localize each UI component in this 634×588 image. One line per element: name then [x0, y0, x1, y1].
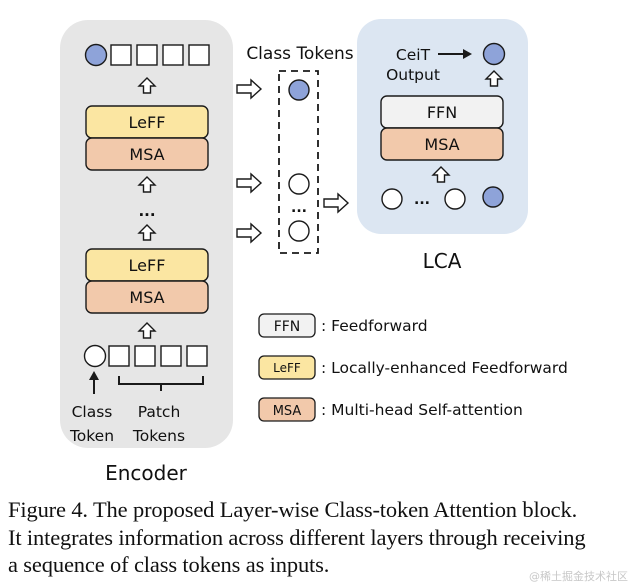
- msa-block-label: MSA: [424, 135, 459, 154]
- legend-desc: : Locally-enhanced Feedforward: [321, 359, 568, 377]
- right-arrow-icon: [236, 223, 262, 243]
- class-token-empty: [83, 344, 107, 368]
- leff-block-label: LeFF: [129, 256, 166, 275]
- msa-block-label: MSA: [129, 288, 164, 307]
- right-arrow-icon: [323, 193, 349, 213]
- encoder-input-tokens: [83, 344, 208, 368]
- encoder-output-tokens: [84, 43, 210, 67]
- legend-desc: : Feedforward: [321, 317, 428, 335]
- class-token-filled: [84, 43, 108, 67]
- ellipsis: ...: [291, 200, 307, 216]
- patch-token: [110, 44, 132, 66]
- legend-item-ffn: FFN : Feedforward: [258, 313, 428, 338]
- lca-diagram: LeFF MSA ... LeFF MSA Class Token Patch: [60, 19, 568, 485]
- patch-token: [134, 345, 156, 367]
- class-token-pointer-arrow-icon: [89, 371, 99, 394]
- legend-key: FFN: [274, 319, 301, 335]
- ellipsis: ...: [414, 192, 430, 208]
- class-token-label: Token: [69, 427, 114, 445]
- class-token-empty: [381, 188, 403, 210]
- patch-token: [136, 44, 158, 66]
- patch-tokens-label: Tokens: [132, 427, 185, 445]
- patch-token: [188, 44, 210, 66]
- legend-key: LeFF: [273, 361, 301, 375]
- class-tokens-column: Class Tokens ...: [246, 44, 354, 254]
- class-token-filled: [288, 79, 310, 101]
- legend-item-leff: LeFF : Locally-enhanced Feedforward: [258, 355, 568, 380]
- right-arrow-icon: [236, 173, 262, 193]
- class-token-filled: [482, 186, 504, 208]
- watermark: @稀土掘金技术社区: [529, 570, 628, 583]
- lca-panel: CeiT Output FFN MSA ... LCA: [357, 19, 528, 273]
- patch-token: [162, 44, 184, 66]
- ellipsis: ...: [138, 202, 155, 220]
- ceit-output-label: Output: [386, 66, 440, 84]
- class-token-empty: [288, 173, 310, 195]
- class-token-label: Class: [72, 403, 113, 421]
- legend-swatch-leff: [258, 355, 316, 380]
- patch-token: [108, 345, 130, 367]
- leff-block-label: LeFF: [129, 113, 166, 132]
- legend: FFN : Feedforward LeFF : Locally-enhance…: [258, 313, 568, 422]
- msa-block: [380, 127, 504, 161]
- patch-tokens-label: Patch: [138, 403, 181, 421]
- class-token-empty: [288, 220, 310, 242]
- ceit-output-label: CeiT: [396, 46, 431, 64]
- msa-block: [85, 280, 209, 314]
- lca-title: LCA: [423, 249, 462, 273]
- msa-block: [85, 137, 209, 171]
- caption-line: It integrates information across differe…: [8, 524, 586, 550]
- figure-caption: Figure 4. The proposed Layer-wise Class-…: [8, 496, 630, 579]
- lca-output-token: [482, 42, 506, 66]
- legend-swatch-msa: [258, 397, 316, 422]
- patch-tokens-brace: [118, 376, 204, 391]
- legend-key: MSA: [273, 404, 302, 419]
- patch-token: [160, 345, 182, 367]
- class-tokens-dashed-box: [278, 70, 319, 254]
- encoder-title: Encoder: [105, 461, 188, 485]
- output-pointer-arrow-icon: [438, 49, 472, 59]
- legend-swatch-ffn: [258, 313, 316, 338]
- msa-block-label: MSA: [129, 145, 164, 164]
- right-arrow-icon: [236, 79, 262, 99]
- encoder-panel: LeFF MSA ... LeFF MSA Class Token Patch: [60, 20, 233, 485]
- class-tokens-title: Class Tokens: [246, 44, 353, 64]
- caption-line: Figure 4. The proposed Layer-wise Class-…: [8, 497, 578, 522]
- class-token-empty: [444, 188, 466, 210]
- caption-line: a sequence of class tokens as inputs.: [8, 552, 330, 577]
- patch-token: [186, 345, 208, 367]
- legend-item-msa: MSA : Multi-head Self-attention: [258, 397, 523, 422]
- legend-desc: : Multi-head Self-attention: [321, 401, 523, 419]
- ffn-block-label: FFN: [427, 103, 457, 122]
